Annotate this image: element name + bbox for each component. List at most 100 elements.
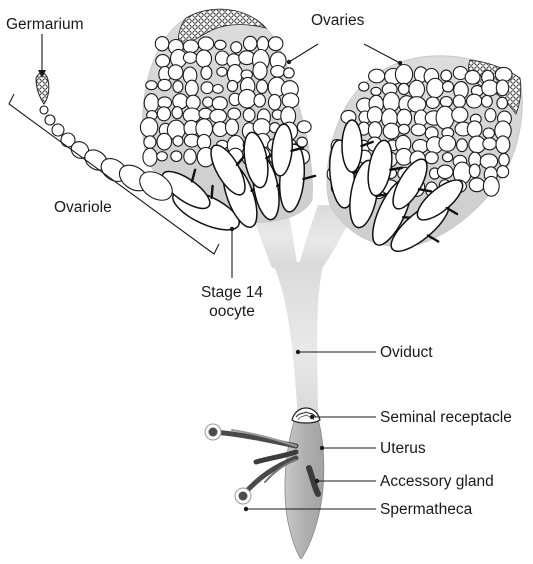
egg-chamber (359, 82, 369, 91)
egg-chamber (217, 67, 227, 76)
egg-chamber (203, 97, 213, 107)
stage14-dot (230, 227, 234, 231)
egg-chamber (441, 70, 452, 81)
egg-chamber (271, 66, 285, 78)
oviduct-dot (296, 350, 300, 354)
egg-chamber (226, 119, 239, 135)
egg-chamber (439, 136, 456, 152)
egg-chamber (409, 80, 425, 98)
egg-chamber (213, 85, 224, 94)
spermatheca-tubes (214, 430, 296, 494)
egg-chamber (371, 87, 381, 95)
egg-chamber (469, 164, 480, 178)
ovariole-label: Ovariole (54, 198, 112, 217)
egg-chamber (253, 119, 270, 136)
egg-chamber (201, 82, 213, 94)
egg-chamber (201, 66, 212, 79)
accessory-gland-label: Accessory gland (380, 472, 494, 491)
seminal-receptacle-dot (310, 415, 314, 419)
egg-chamber (426, 97, 439, 108)
ovaries-dot-left (287, 60, 291, 64)
egg-chamber (227, 80, 237, 91)
egg-chamber (465, 70, 480, 84)
egg-chamber (425, 152, 438, 164)
egg-chamber (436, 106, 454, 129)
egg-chamber (395, 65, 412, 85)
egg-chamber (157, 107, 170, 121)
left-ovary (140, 9, 315, 238)
egg-chamber (469, 178, 484, 192)
egg-chamber (254, 94, 265, 107)
egg-chamber (497, 166, 509, 178)
egg-chamber (427, 78, 444, 97)
stage14-oocyte (342, 120, 362, 172)
spermatheca-label: Spermatheca (380, 500, 472, 519)
spermatheca-dot (244, 507, 248, 511)
egg-chamber (257, 37, 268, 52)
egg-chamber (143, 148, 157, 166)
egg-chamber (411, 124, 426, 136)
egg-chamber (168, 65, 183, 80)
egg-chamber (243, 108, 255, 121)
egg-chamber (396, 148, 412, 165)
egg-chamber (482, 80, 498, 96)
egg-chamber (210, 109, 227, 123)
egg-chamber (467, 94, 482, 108)
right-ovary (327, 56, 522, 259)
egg-chamber (186, 95, 200, 109)
ovaries-dot-right (398, 61, 402, 65)
egg-chamber (282, 93, 299, 108)
dorsal-appendage (212, 186, 213, 198)
egg-chamber (482, 95, 493, 107)
egg-chamber (437, 165, 453, 178)
egg-chamber (367, 107, 382, 124)
ovaries-pointer-left (289, 44, 318, 62)
egg-chamber (140, 118, 157, 137)
egg-chamber (185, 80, 198, 96)
egg-chamber (496, 136, 510, 153)
egg-chamber (269, 37, 283, 51)
egg-chamber (398, 83, 409, 94)
egg-chamber (198, 37, 213, 51)
egg-chamber (453, 95, 465, 108)
oviduct-label: Oviduct (380, 343, 433, 362)
egg-chamber (480, 154, 497, 169)
egg-chamber (399, 124, 410, 134)
egg-chamber (253, 62, 267, 79)
egg-chamber (485, 109, 496, 122)
egg-chamber (156, 55, 170, 68)
egg-chamber (369, 69, 385, 83)
egg-chamber (440, 97, 452, 108)
egg-chamber (144, 94, 158, 113)
egg-chamber (196, 50, 211, 67)
egg-chamber (496, 80, 508, 96)
egg-chamber (467, 121, 482, 137)
egg-chamber (297, 121, 311, 133)
egg-chamber (499, 153, 509, 166)
uterus-label: Uterus (380, 439, 426, 458)
egg-chamber (495, 67, 512, 81)
egg-chamber (238, 89, 256, 108)
egg-chamber (184, 149, 196, 164)
uterus-dot (320, 446, 324, 450)
stage14-label-line1: Stage 14 (192, 283, 272, 302)
egg-chamber (483, 128, 494, 138)
ovariole-egg-chamber (38, 104, 49, 115)
germarium-label: Germarium (6, 15, 84, 34)
egg-chamber (452, 107, 468, 122)
egg-chamber (157, 133, 172, 150)
egg-chamber (228, 108, 241, 120)
egg-chamber (146, 81, 157, 90)
egg-chamber (173, 136, 183, 146)
egg-chamber (257, 80, 268, 94)
egg-chamber (483, 138, 497, 150)
egg-chamber (231, 42, 242, 53)
egg-chamber (155, 37, 169, 51)
egg-chamber (269, 94, 281, 110)
egg-chamber (144, 136, 156, 149)
egg-chamber (284, 68, 295, 78)
accessory-gland-dot (315, 479, 319, 483)
stage14-label: Stage 14 oocyte (192, 283, 272, 321)
egg-chamber (171, 151, 182, 162)
